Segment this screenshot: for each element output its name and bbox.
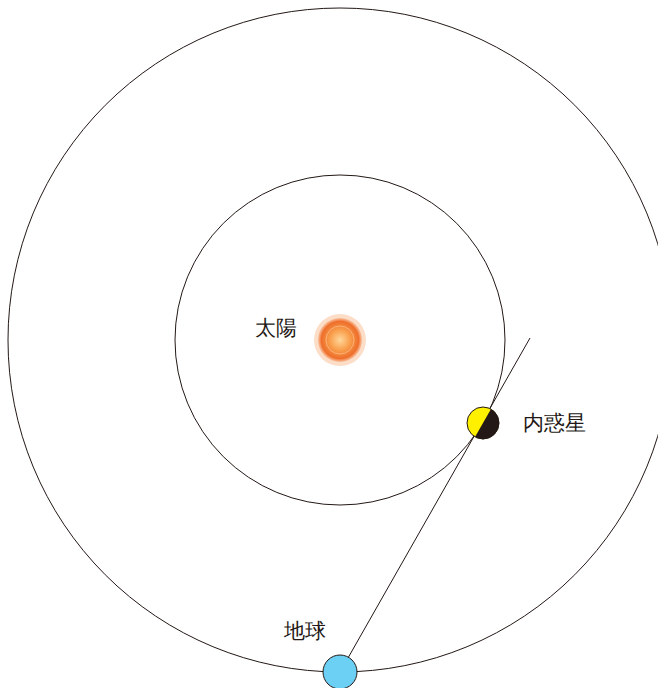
- earth-orbit: [8, 8, 658, 672]
- sun-glow: [314, 314, 366, 366]
- inner-orbit: [175, 175, 505, 505]
- sun: [318, 318, 362, 362]
- earth-label: 地球: [284, 619, 326, 644]
- sun-label: 太陽: [255, 316, 297, 341]
- earth: [323, 655, 357, 688]
- planet-label: 内惑星: [523, 411, 586, 436]
- inner-planet-dark: [475, 409, 499, 439]
- sight-line: [340, 338, 530, 672]
- sun-ring: [326, 326, 354, 354]
- inner-planet-lit: [467, 407, 499, 439]
